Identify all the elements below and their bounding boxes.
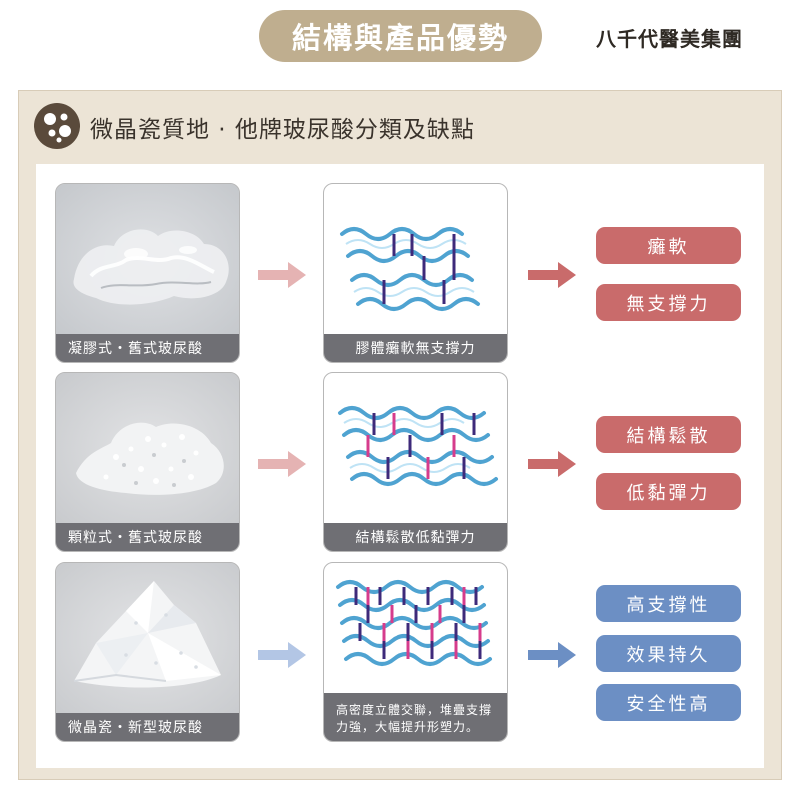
advantage-tag: 效果持久 <box>596 635 741 672</box>
microcrystal-network-diagram: 高密度立體交聯，堆疊支撐 力強，大幅提升形塑力。 <box>323 562 508 742</box>
bubbles-icon <box>34 103 80 149</box>
arrow-right-icon <box>258 451 306 477</box>
photo-caption: 顆粒式・舊式玻尿酸 <box>56 523 239 551</box>
weakness-tag: 結構鬆散 <box>596 416 741 453</box>
page-title: 結構與產品優勢 <box>259 10 542 62</box>
weakness-tag: 無支撐力 <box>596 284 741 321</box>
section-title: 微晶瓷質地 · 他牌玻尿酸分類及缺點 <box>90 117 475 143</box>
arrow-right-icon <box>258 262 306 288</box>
brand-name: 八千代醫美集團 <box>596 26 743 51</box>
microcrystal-sample-photo: 微晶瓷・新型玻尿酸 <box>55 562 240 742</box>
gel-sample-photo: 凝膠式・舊式玻尿酸 <box>55 183 240 363</box>
photo-caption: 凝膠式・舊式玻尿酸 <box>56 334 239 362</box>
gel-network-diagram: 膠體癱軟無支撐力 <box>323 183 508 363</box>
weakness-tag: 低黏彈力 <box>596 473 741 510</box>
photo-caption: 微晶瓷・新型玻尿酸 <box>56 713 239 741</box>
network-caption-line: 力強，大幅提升形塑力。 <box>336 720 480 734</box>
advantage-tag: 高支撐性 <box>596 585 741 622</box>
network-caption: 膠體癱軟無支撐力 <box>324 334 507 362</box>
advantage-tag: 安全性高 <box>596 684 741 721</box>
arrow-right-icon <box>528 262 576 288</box>
granule-sample-photo: 顆粒式・舊式玻尿酸 <box>55 372 240 552</box>
weakness-tag: 癱軟 <box>596 227 741 264</box>
network-caption: 高密度立體交聯，堆疊支撐 力強，大幅提升形塑力。 <box>324 693 507 741</box>
arrow-right-icon <box>528 642 576 668</box>
network-caption: 結構鬆散低黏彈力 <box>324 523 507 551</box>
network-caption-line: 高密度立體交聯，堆疊支撐 <box>336 703 493 717</box>
granule-network-diagram: 結構鬆散低黏彈力 <box>323 372 508 552</box>
arrow-right-icon <box>528 451 576 477</box>
arrow-right-icon <box>258 642 306 668</box>
